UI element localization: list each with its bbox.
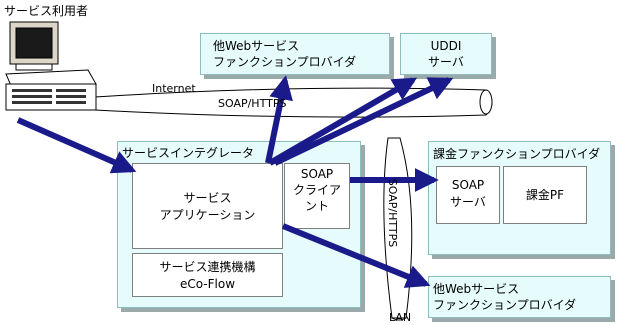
- app-line2: アプリケーション: [159, 208, 256, 222]
- other-web-top-line1: 他Webサービス: [213, 39, 300, 53]
- service-user-label: サービス利用者: [4, 4, 89, 18]
- soap-server: SOAP サーバ: [436, 166, 500, 224]
- uddi-line1: UDDI: [430, 39, 462, 53]
- arrow-user-to-integrator: [16, 117, 137, 174]
- billing-pf: 課金PF: [503, 166, 587, 224]
- soap-client-line3: ント: [304, 199, 329, 213]
- connection-arrows: [16, 75, 454, 288]
- eco-flow-line2: eCo-Flow: [179, 277, 236, 291]
- arrow-app-to-other-web: [265, 75, 293, 164]
- soap-client: SOAP クライア ント: [284, 163, 350, 229]
- other-web-bottom-line1: 他Webサービス: [433, 282, 520, 296]
- other-web-service-provider-top: 他Webサービス ファンクションプロバイダ: [200, 33, 390, 75]
- other-web-top-line2: ファンクションプロバイダ: [213, 55, 357, 69]
- other-web-service-provider-bottom: 他Webサービス ファンクションプロバイダ: [428, 276, 611, 318]
- soap-client-line1: SOAP: [300, 167, 334, 181]
- eco-flow: サービス連携機構 eCo-Flow: [132, 253, 283, 297]
- soap-server-line1: SOAP: [451, 178, 485, 192]
- computer-icon: [5, 21, 97, 111]
- other-web-bottom-line2: ファンクションプロバイダ: [433, 298, 577, 312]
- integrator-title: サービスインテグレータ: [122, 146, 255, 160]
- soap-server-line2: サーバ: [450, 195, 486, 209]
- arrow-app-to-other-web-bottom: [281, 223, 431, 288]
- internet-pipe-end: [479, 89, 493, 115]
- soap-https-label: SOAP/HTTPS: [218, 97, 287, 110]
- billing-title: 課金ファンクションプロバイダ: [433, 147, 601, 161]
- soap-client-line2: クライア: [292, 183, 341, 197]
- uddi-line2: サーバ: [428, 55, 464, 69]
- lan-label: LAN: [389, 311, 412, 324]
- arrow-app-to-uddi-b: [273, 77, 454, 166]
- app-line1: サービス: [183, 191, 232, 205]
- eco-flow-line1: サービス連携機構: [159, 260, 256, 274]
- soap-https-vertical-label: SOAP/HTTPS: [386, 178, 400, 248]
- arrow-app-to-uddi-a: [268, 77, 418, 166]
- internet-label: Internet: [152, 82, 196, 95]
- service-application: サービス アプリケーション: [132, 163, 283, 249]
- billing-pf-label: 課金PF: [525, 188, 565, 202]
- uddi-server: UDDI サーバ: [400, 33, 492, 75]
